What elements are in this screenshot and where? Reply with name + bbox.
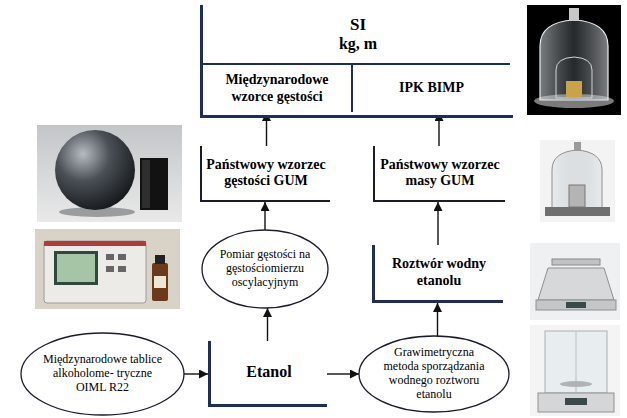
balance-pan bbox=[560, 381, 592, 387]
standard-cell: Międzynarodowe wzorce gęstości bbox=[203, 63, 353, 112]
bell-jar bbox=[540, 20, 608, 100]
flow-arrow bbox=[267, 308, 268, 341]
method-text: Pomiar gęstości na gęstościomierzu oscyl… bbox=[215, 248, 315, 289]
text-area: Międzynarodowe tablice alkoholome- trycz… bbox=[20, 332, 185, 416]
balance-display bbox=[565, 398, 587, 405]
standard-cell: IPK BIMP bbox=[353, 63, 510, 112]
photo-ground bbox=[37, 125, 182, 222]
flow-arrow bbox=[264, 202, 265, 230]
box-label: IPK BIMP bbox=[399, 80, 464, 96]
method-text: Grawimetryczna metoda sporządzania wodne… bbox=[376, 346, 492, 401]
meter-button bbox=[118, 254, 126, 260]
ellipse-outline bbox=[202, 230, 328, 308]
box-label: SI bbox=[350, 15, 366, 35]
analytical-balance-photo bbox=[530, 325, 620, 416]
photo-ground bbox=[530, 243, 620, 320]
box-label: kg, m bbox=[339, 35, 377, 53]
box-label: Roztwór wodny etanolu bbox=[379, 256, 499, 288]
silicon-sphere-photo bbox=[37, 125, 182, 222]
black-box bbox=[140, 158, 168, 210]
balance-display bbox=[566, 302, 586, 308]
balance-base bbox=[538, 393, 614, 412]
meter-body bbox=[44, 241, 146, 303]
meter-display bbox=[57, 254, 95, 282]
sample-bottle bbox=[152, 263, 168, 301]
ellipse-outline bbox=[21, 333, 184, 415]
box-label: Etanol bbox=[246, 363, 291, 381]
text-area: Państwowy wzorzec masy GUM bbox=[375, 146, 505, 200]
process-box: Etanol bbox=[208, 341, 327, 407]
flow-arrow bbox=[327, 373, 359, 374]
bottle-label bbox=[154, 276, 166, 288]
box-label: Państwowy wzorzec gęstości GUM bbox=[206, 157, 326, 189]
flow-arrow bbox=[437, 202, 438, 245]
inner-jar bbox=[556, 57, 592, 98]
bell-jar bbox=[552, 150, 602, 207]
meter-button bbox=[118, 266, 126, 272]
balance-body bbox=[538, 268, 614, 300]
draft-shield bbox=[545, 331, 607, 393]
text-area: SIkg, m bbox=[203, 5, 513, 63]
photo-ground bbox=[35, 229, 180, 309]
kilogram-prototype-photo bbox=[527, 5, 621, 115]
photo-ground bbox=[530, 325, 620, 416]
balance-front bbox=[536, 300, 616, 310]
box-label: Państwowy wzorzec masy GUM bbox=[379, 157, 501, 189]
text-area: Państwowy wzorzec gęstości GUM bbox=[202, 146, 330, 200]
text-area: Międzynarodowe wzorce gęstości bbox=[203, 65, 351, 112]
process-box: Roztwór wodny etanolu bbox=[372, 245, 503, 303]
kilogram-cylinder bbox=[566, 81, 582, 97]
flow-arrow bbox=[437, 303, 438, 336]
flow-arrow bbox=[184, 373, 208, 374]
text-area: Grawimetryczna metoda sporządzania wodne… bbox=[358, 335, 510, 413]
si-units-box: SIkg, m Międzynarodowe wzorce gęstości IPK… bbox=[200, 5, 513, 118]
text-area: IPK BIMP bbox=[353, 65, 510, 112]
text-area: Roztwór wodny etanolu bbox=[375, 245, 503, 300]
method-text: Międzynarodowe tablice alkoholome- trycz… bbox=[38, 353, 167, 394]
method-ellipse: Grawimetryczna metoda sporządzania wodne… bbox=[358, 335, 510, 413]
balance-photo bbox=[530, 243, 620, 320]
jar-knob bbox=[574, 142, 581, 151]
bottle-cap bbox=[155, 255, 165, 264]
meter-button bbox=[106, 254, 114, 260]
method-ellipse: Pomiar gęstości na gęstościomierzu oscyl… bbox=[201, 229, 329, 309]
sphere bbox=[55, 130, 135, 210]
jar-knob bbox=[569, 8, 579, 21]
density-meter-photo bbox=[35, 229, 180, 309]
ellipse-outline bbox=[359, 336, 509, 412]
meter-stripe bbox=[44, 241, 146, 246]
meter-screen bbox=[54, 251, 98, 285]
box-label: Międzynarodowe wzorce gęstości bbox=[207, 72, 347, 104]
mass-standard-photo bbox=[540, 140, 615, 222]
balance-pan bbox=[552, 259, 600, 265]
process-box: Państwowy wzorzec gęstości GUM bbox=[200, 146, 330, 202]
text-area: Etanol bbox=[211, 341, 327, 404]
meter-button bbox=[106, 266, 114, 272]
process-box: Państwowy wzorzec masy GUM bbox=[373, 146, 505, 202]
base-plate bbox=[545, 207, 610, 216]
black-box-face bbox=[142, 160, 150, 208]
photo-ground bbox=[540, 140, 615, 222]
method-ellipse: Międzynarodowe tablice alkoholome- trycz… bbox=[20, 332, 185, 416]
mass-cylinder bbox=[569, 185, 585, 207]
text-area: Pomiar gęstości na gęstościomierzu oscyl… bbox=[201, 229, 329, 309]
photo-ground bbox=[527, 5, 621, 115]
